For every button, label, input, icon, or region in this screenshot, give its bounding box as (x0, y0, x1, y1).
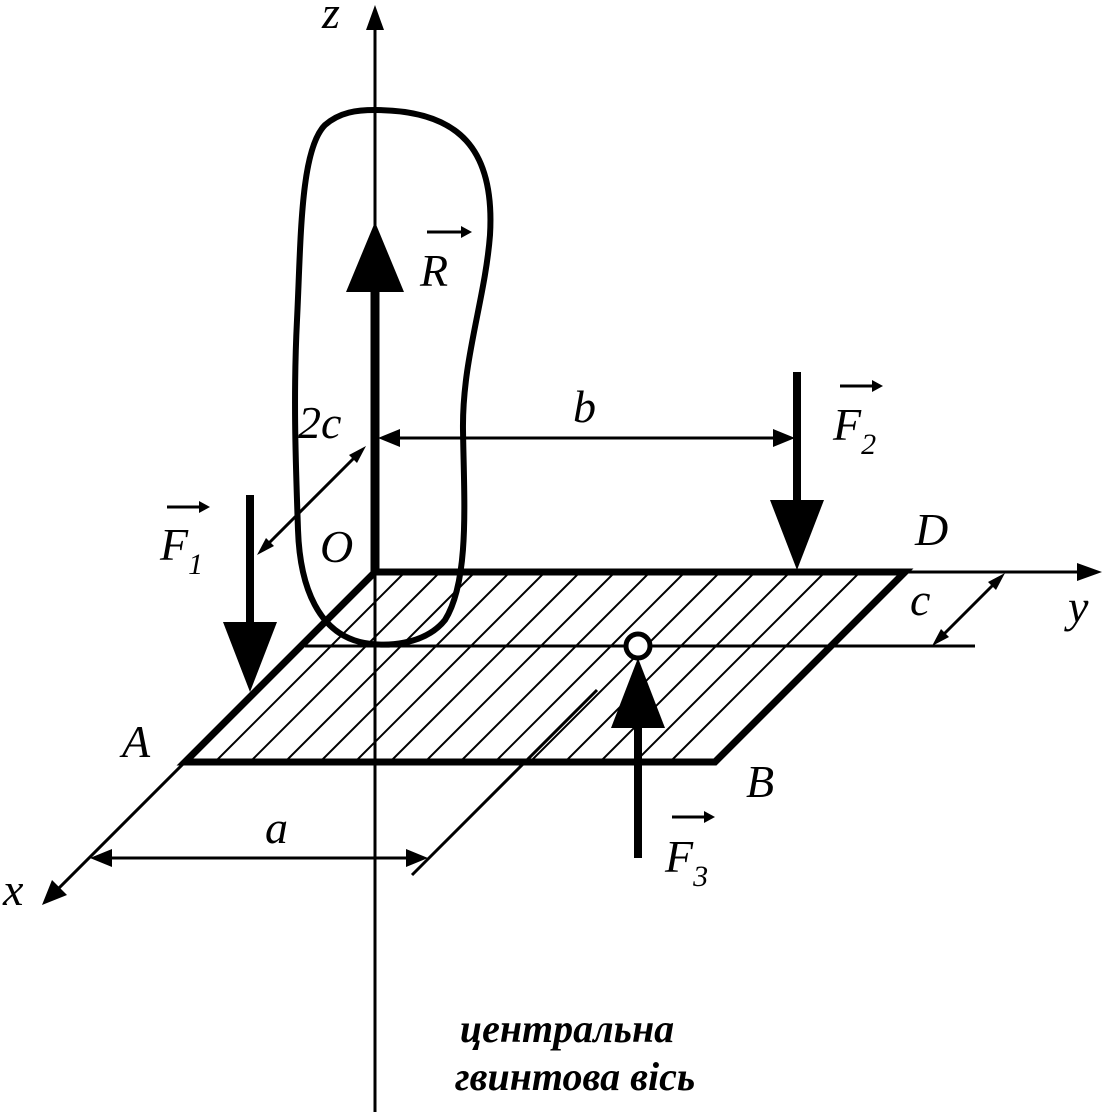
central-axis-loop (292, 106, 494, 648)
dimension-b-label: b (573, 381, 596, 432)
plate (176, 568, 914, 766)
dimension-a-label: a (265, 802, 288, 853)
vector-overlines (167, 226, 883, 823)
dimension-2c-label: 2c (298, 397, 341, 448)
x-axis-label: x (2, 864, 24, 915)
origin-label: O (320, 521, 353, 572)
dimension-2c (257, 446, 366, 555)
dimension-b (378, 429, 795, 447)
x-axis (53, 570, 377, 894)
point-D-label: D (914, 504, 948, 555)
force-application-point (623, 631, 653, 661)
point-A-label: A (119, 716, 151, 767)
projection-line-a (410, 688, 599, 877)
caption-line-2: гвинтова вісь (455, 1054, 695, 1099)
x-axis-arrowhead (42, 880, 67, 905)
plate-hatching (214, 572, 861, 762)
vector-F1 (223, 495, 277, 692)
vector-F2 (770, 372, 824, 570)
vector-F1-label: F1 (159, 519, 203, 581)
vector-R (346, 222, 404, 575)
y-axis-arrowhead (1077, 563, 1102, 581)
dimension-c-label: c (910, 574, 930, 625)
vector-F2-label: F2 (832, 399, 876, 461)
point-B-label: B (746, 756, 774, 807)
y-axis-label: y (1064, 581, 1089, 632)
dimension-c (932, 573, 1005, 646)
z-axis-arrowhead (366, 5, 384, 30)
caption-line-1: центральна (460, 1006, 674, 1051)
vector-F3-label: F3 (664, 831, 708, 893)
dimension-a (90, 849, 428, 867)
vector-R-label: R (419, 245, 448, 296)
z-axis-label: z (321, 0, 340, 38)
vector-F3 (611, 631, 665, 858)
